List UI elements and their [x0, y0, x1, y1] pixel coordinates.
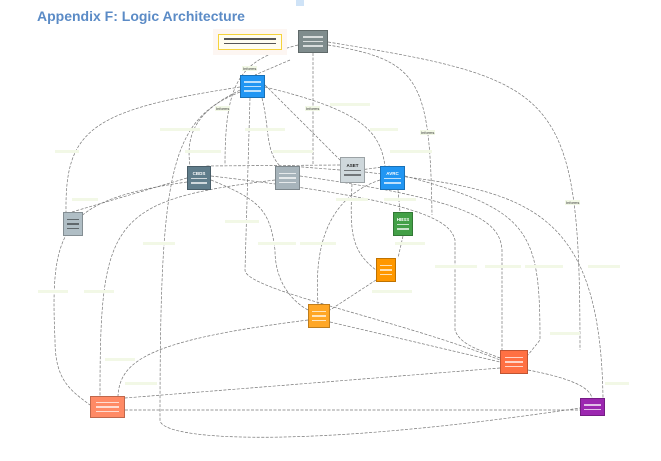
edge	[299, 175, 503, 350]
edge-label: Informs	[242, 66, 258, 71]
edge-label	[185, 150, 221, 153]
edge-label	[143, 242, 175, 245]
edge-label	[55, 150, 79, 153]
node-top-gray[interactable]	[298, 30, 328, 53]
node-label: ASET	[346, 163, 359, 168]
page-title: Appendix F: Logic Architecture	[37, 8, 245, 24]
edge	[124, 367, 501, 399]
node-salmon[interactable]	[90, 396, 125, 418]
edge	[264, 84, 341, 161]
edge-label	[125, 382, 157, 385]
edge	[159, 91, 581, 438]
edge-label	[550, 332, 580, 335]
node-orange-small[interactable]	[376, 258, 396, 282]
page-marker	[296, 0, 304, 6]
edge-label	[395, 242, 425, 245]
edge	[224, 44, 299, 166]
edge	[329, 321, 501, 363]
edge-label	[390, 150, 432, 153]
edge	[204, 164, 341, 167]
edge-label	[384, 198, 416, 201]
edge	[254, 59, 291, 76]
edge	[210, 179, 309, 311]
edge-label	[72, 198, 98, 201]
edge-label	[300, 242, 336, 245]
edge	[264, 86, 386, 167]
edge-label	[225, 220, 259, 223]
edge-label	[84, 290, 114, 293]
edge	[397, 189, 401, 213]
edge	[53, 181, 188, 406]
edge-label	[245, 128, 285, 131]
node-red-orange[interactable]	[500, 350, 528, 374]
edge	[117, 319, 309, 397]
edge-label	[336, 198, 368, 201]
edge	[188, 89, 241, 167]
legend-box	[218, 34, 282, 50]
edge-label	[372, 290, 412, 293]
edge-label	[588, 265, 620, 268]
edge-label	[38, 290, 68, 293]
edge	[261, 97, 281, 167]
edge	[329, 279, 377, 311]
edge-label: Informs	[420, 130, 436, 135]
edge-label	[435, 265, 477, 268]
edge	[327, 41, 581, 351]
edge	[244, 97, 501, 361]
edge-label	[370, 128, 398, 131]
node-label: CBDS	[192, 171, 206, 176]
node-small-gray[interactable]	[63, 212, 83, 236]
node-aset[interactable]: ASET	[340, 157, 365, 183]
edge	[364, 171, 604, 399]
node-label: HBSS	[396, 217, 410, 222]
node-avrc[interactable]: AVRC	[380, 166, 405, 190]
edge	[397, 235, 404, 259]
edge-label	[160, 128, 200, 131]
edge-label	[330, 103, 370, 106]
node-cbds[interactable]: CBDS	[187, 166, 211, 190]
edge-label	[105, 358, 135, 361]
edge	[71, 177, 188, 213]
edge-label: Informs	[215, 106, 231, 111]
node-purple[interactable]	[580, 398, 605, 416]
edge-label: Informs	[305, 106, 321, 111]
edge-label	[525, 265, 563, 268]
edge	[327, 44, 433, 216]
node-light-gray[interactable]	[275, 166, 300, 190]
edge	[404, 175, 541, 356]
edge-label	[485, 265, 521, 268]
node-label: AVRC	[386, 171, 399, 176]
edge-label	[605, 382, 629, 385]
node-blue-top[interactable]	[240, 75, 265, 98]
edge	[65, 86, 241, 213]
node-hbss[interactable]: HBSS	[393, 212, 413, 236]
edge	[317, 179, 381, 305]
edge-label	[273, 150, 313, 153]
edge	[527, 369, 593, 399]
edge-label	[258, 242, 296, 245]
edge-label: Informs	[565, 200, 581, 205]
edge	[99, 179, 276, 397]
node-orange-mid[interactable]	[308, 304, 330, 328]
